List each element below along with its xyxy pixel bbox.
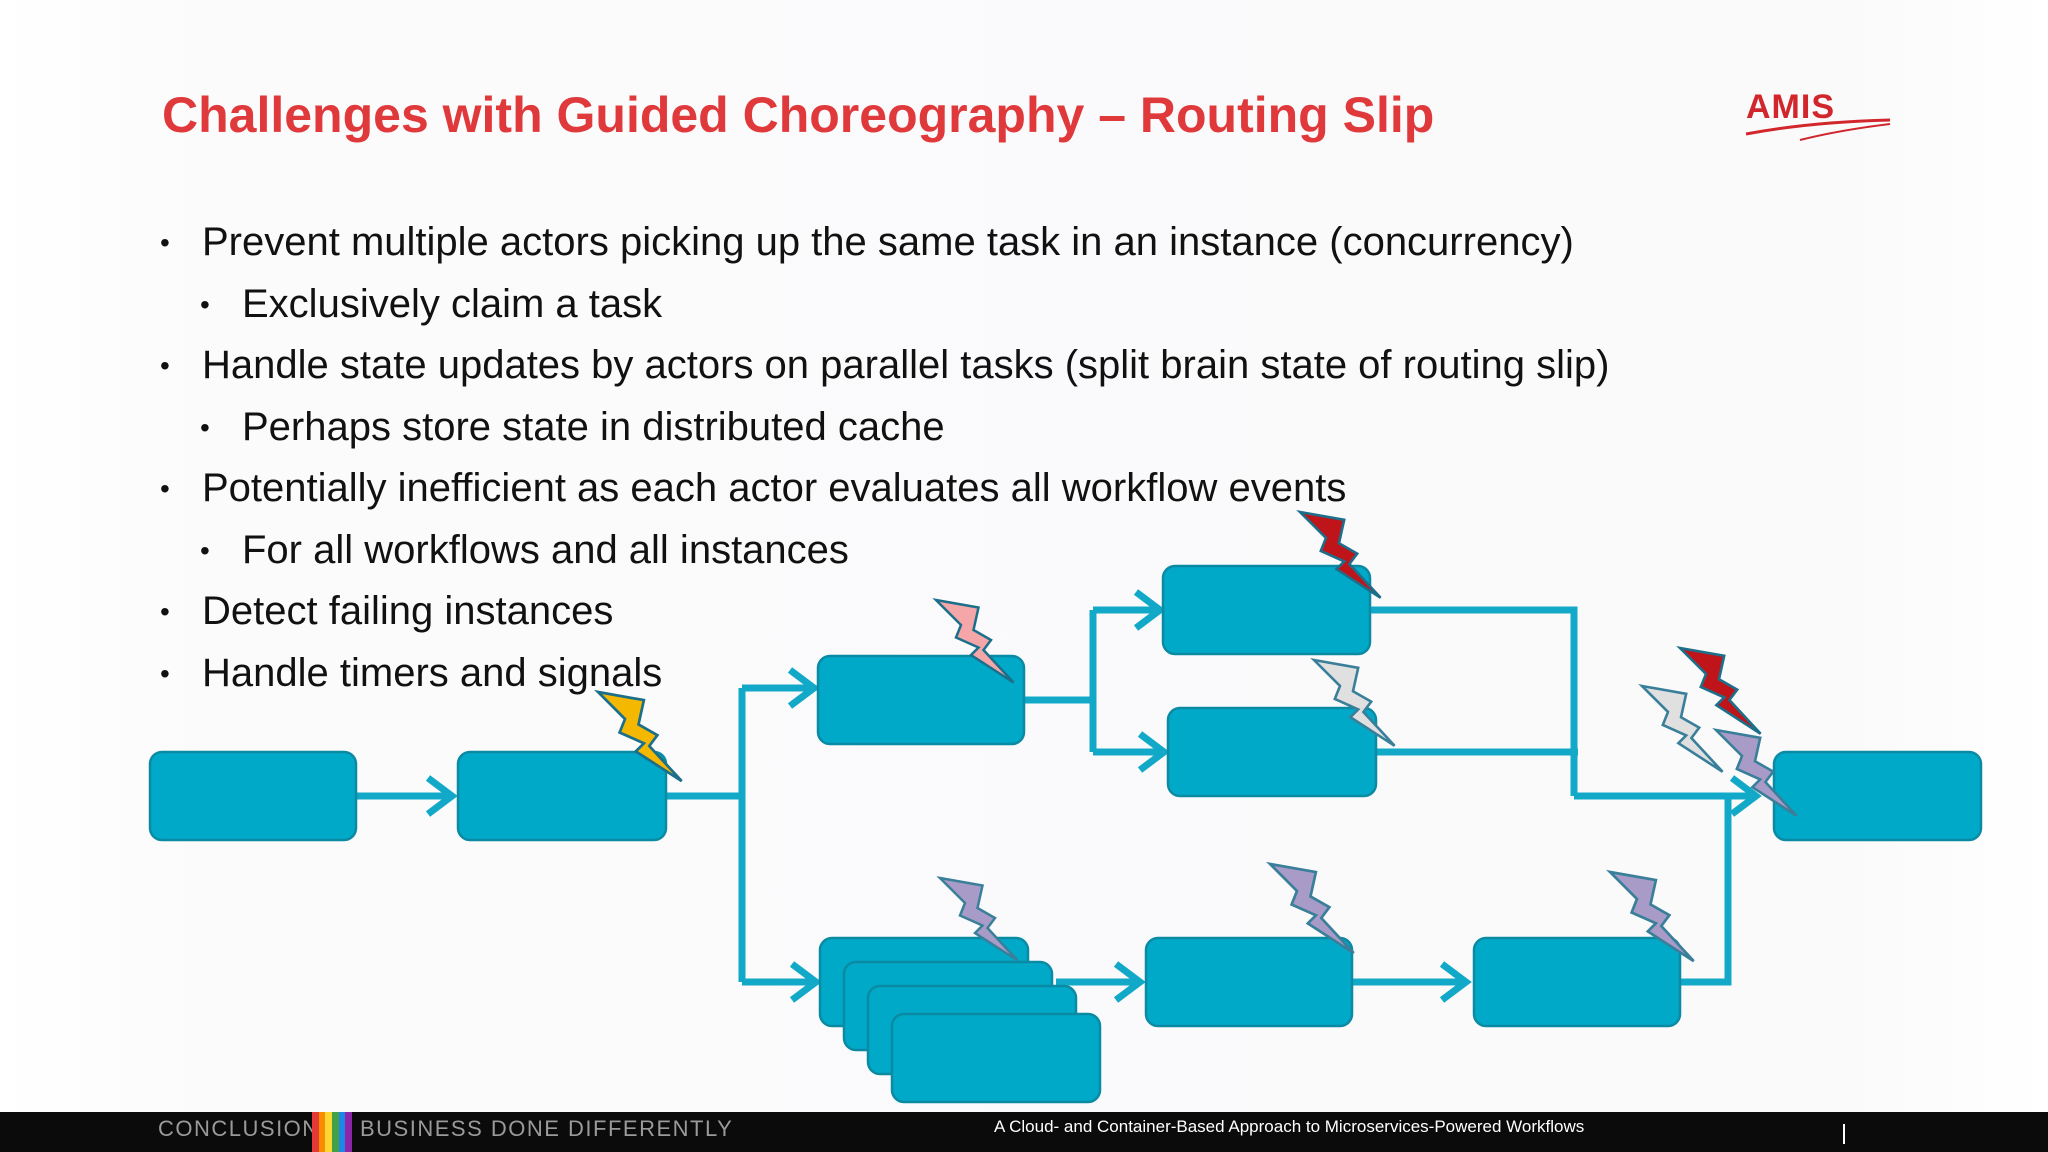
sub-bullet-item: • Exclusively claim a task xyxy=(160,274,1609,336)
task-dispatch xyxy=(456,750,668,842)
sub-bullet-item: • Perhaps store state in distributed cach… xyxy=(160,397,1609,459)
bullet-text: Handle timers and signals xyxy=(202,650,663,695)
bullet-dot-icon: • xyxy=(200,288,210,320)
task-upper-branch-b xyxy=(1166,706,1378,798)
bullet-dot-icon: • xyxy=(160,473,170,504)
footer-tagline: BUSINESS DONE DIFFERENTLY xyxy=(360,1116,734,1141)
bullet-dot-icon: • xyxy=(160,350,170,381)
connector-branch-a-out xyxy=(1370,606,1578,796)
bullet-dot-icon: • xyxy=(200,534,210,566)
workflow-diagram xyxy=(148,510,1983,1104)
amis-logo: AMIS xyxy=(1740,88,1898,146)
bullet-text: Prevent multiple actors picking up the s… xyxy=(202,220,1574,264)
footer-stripe xyxy=(325,1112,333,1152)
connector-lines xyxy=(356,606,1752,986)
amis-logo-text: AMIS xyxy=(1746,88,1835,126)
footer-stripe xyxy=(345,1112,353,1152)
task-join-end xyxy=(1772,750,1983,842)
bullet-dot-icon: • xyxy=(200,411,210,443)
task-upper-branch-a xyxy=(1161,564,1372,656)
lightning-bolt-icon xyxy=(1640,684,1724,774)
bullet-text: Perhaps store state in distributed cache xyxy=(242,404,945,449)
footer-color-stripes xyxy=(312,1112,353,1152)
sub-bullet-item: • For all workflows and all instances xyxy=(160,520,1609,582)
bullet-text: Exclusively claim a task xyxy=(242,281,663,326)
bullet-text: For all workflows and all instances xyxy=(242,527,849,572)
slide-title: Challenges with Guided Choreography – Ro… xyxy=(162,87,1435,143)
logo-swoosh-icon xyxy=(1745,118,1891,141)
connector-lower-3-up xyxy=(1680,792,1752,986)
lightning-bolt-icon xyxy=(1678,646,1762,736)
bullet-text: Detect failing instances xyxy=(202,589,614,633)
footer-separator xyxy=(1843,1124,1845,1144)
footer-stripe xyxy=(318,1112,326,1152)
bullet-list: • Prevent multiple actors picking up the … xyxy=(160,212,1609,704)
task-boxes xyxy=(148,564,1983,1104)
bullet-item: • Prevent multiple actors picking up the … xyxy=(160,212,1609,274)
bullet-item: • Handle timers and signals xyxy=(160,643,1609,705)
slide-background xyxy=(0,0,2048,1112)
bullet-item: • Handle state updates by actors on paral… xyxy=(160,335,1609,397)
bullet-dot-icon: • xyxy=(160,227,170,258)
bullet-text: Potentially inefficient as each actor ev… xyxy=(202,466,1347,510)
task-start xyxy=(148,750,358,842)
bullet-item: • Detect failing instances xyxy=(160,581,1609,643)
footer-stripe xyxy=(332,1112,339,1152)
bullet-dot-icon: • xyxy=(160,657,170,689)
footer-section-label: CONCLUSION xyxy=(158,1116,320,1141)
bullet-item: • Potentially inefficient as each actor e… xyxy=(160,458,1609,520)
bullet-dot-icon: • xyxy=(160,596,170,627)
footer-stripe xyxy=(312,1112,319,1152)
task-lower-step-3 xyxy=(1472,936,1682,1028)
footer-bar: CONCLUSION BUSINESS DONE DIFFERENTLY A C… xyxy=(0,1112,2048,1152)
footer-stripe xyxy=(338,1112,346,1152)
bullet-text: Handle state updates by actors on parall… xyxy=(202,343,1610,387)
task-lower-step-2 xyxy=(1144,936,1354,1028)
footer-presentation-title: A Cloud- and Container-Based Approach to… xyxy=(994,1117,1585,1136)
task-upper-split xyxy=(816,654,1026,746)
task-parallel-instance-4 xyxy=(890,1012,1102,1104)
